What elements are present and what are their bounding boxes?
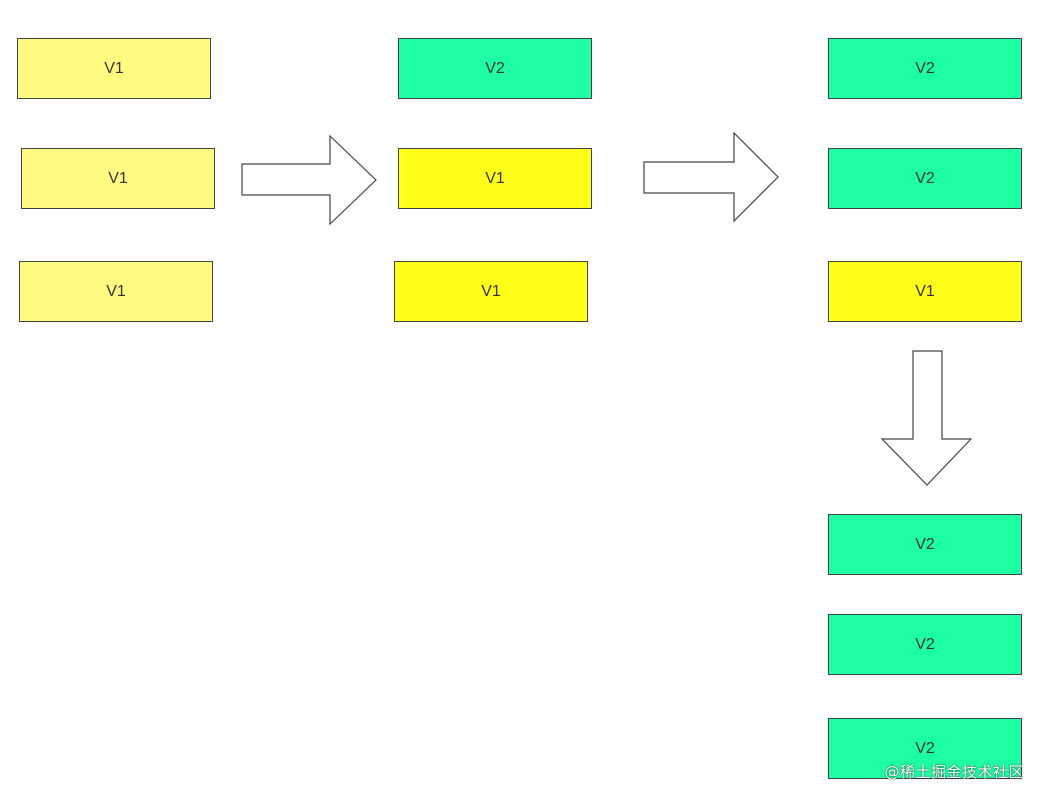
- right-arrow-icon: [643, 131, 779, 223]
- watermark: @稀土掘金技术社区: [884, 763, 1024, 781]
- stage-4-box-3: V2: [828, 718, 1022, 779]
- stage-3-box-1: V2: [828, 38, 1022, 99]
- stage-3-box-3: V1: [828, 261, 1022, 322]
- stage-2-box-2: V1: [398, 148, 592, 209]
- stage-4-box-2: V2: [828, 614, 1022, 675]
- down-arrow-icon: [880, 350, 973, 486]
- stage-3-box-2: V2: [828, 148, 1022, 209]
- stage-4-box-1: V2: [828, 514, 1022, 575]
- stage-2-box-3: V1: [394, 261, 588, 322]
- stage-1-box-1: V1: [17, 38, 211, 99]
- stage-1-box-3: V1: [19, 261, 213, 322]
- stage-2-box-1: V2: [398, 38, 592, 99]
- stage-1-box-2: V1: [21, 148, 215, 209]
- right-arrow-icon: [241, 134, 377, 226]
